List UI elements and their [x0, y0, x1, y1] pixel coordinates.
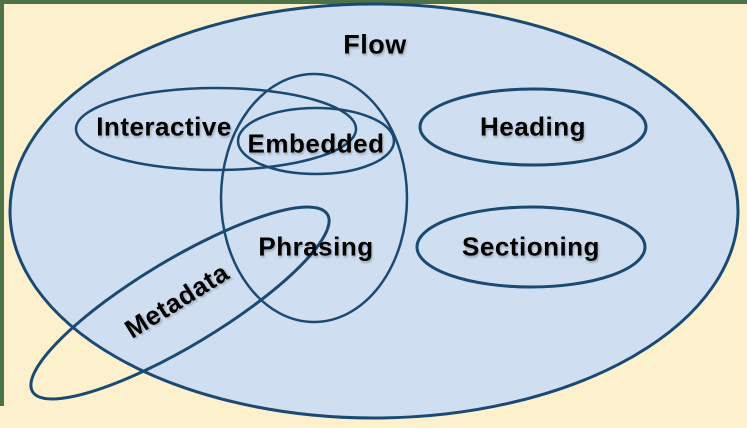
phrasing-ellipse: [219, 72, 409, 324]
sectioning-ellipse: [415, 205, 647, 289]
label-embedded: Embedded: [247, 128, 385, 159]
label-sectioning: Sectioning: [462, 231, 600, 262]
heading-ellipse: [418, 87, 648, 167]
interactive-ellipse: [74, 86, 358, 172]
label-phrasing: Phrasing: [258, 231, 374, 262]
label-interactive: Interactive: [96, 111, 232, 142]
metadata-ellipse: [29, 205, 331, 401]
label-heading: Heading: [479, 111, 587, 142]
label-flow: Flow: [343, 29, 407, 60]
flow-ellipse: [8, 2, 740, 420]
frame-border-top: [0, 0, 747, 4]
frame-border-left: [0, 0, 4, 406]
embedded-ellipse: [236, 106, 396, 176]
